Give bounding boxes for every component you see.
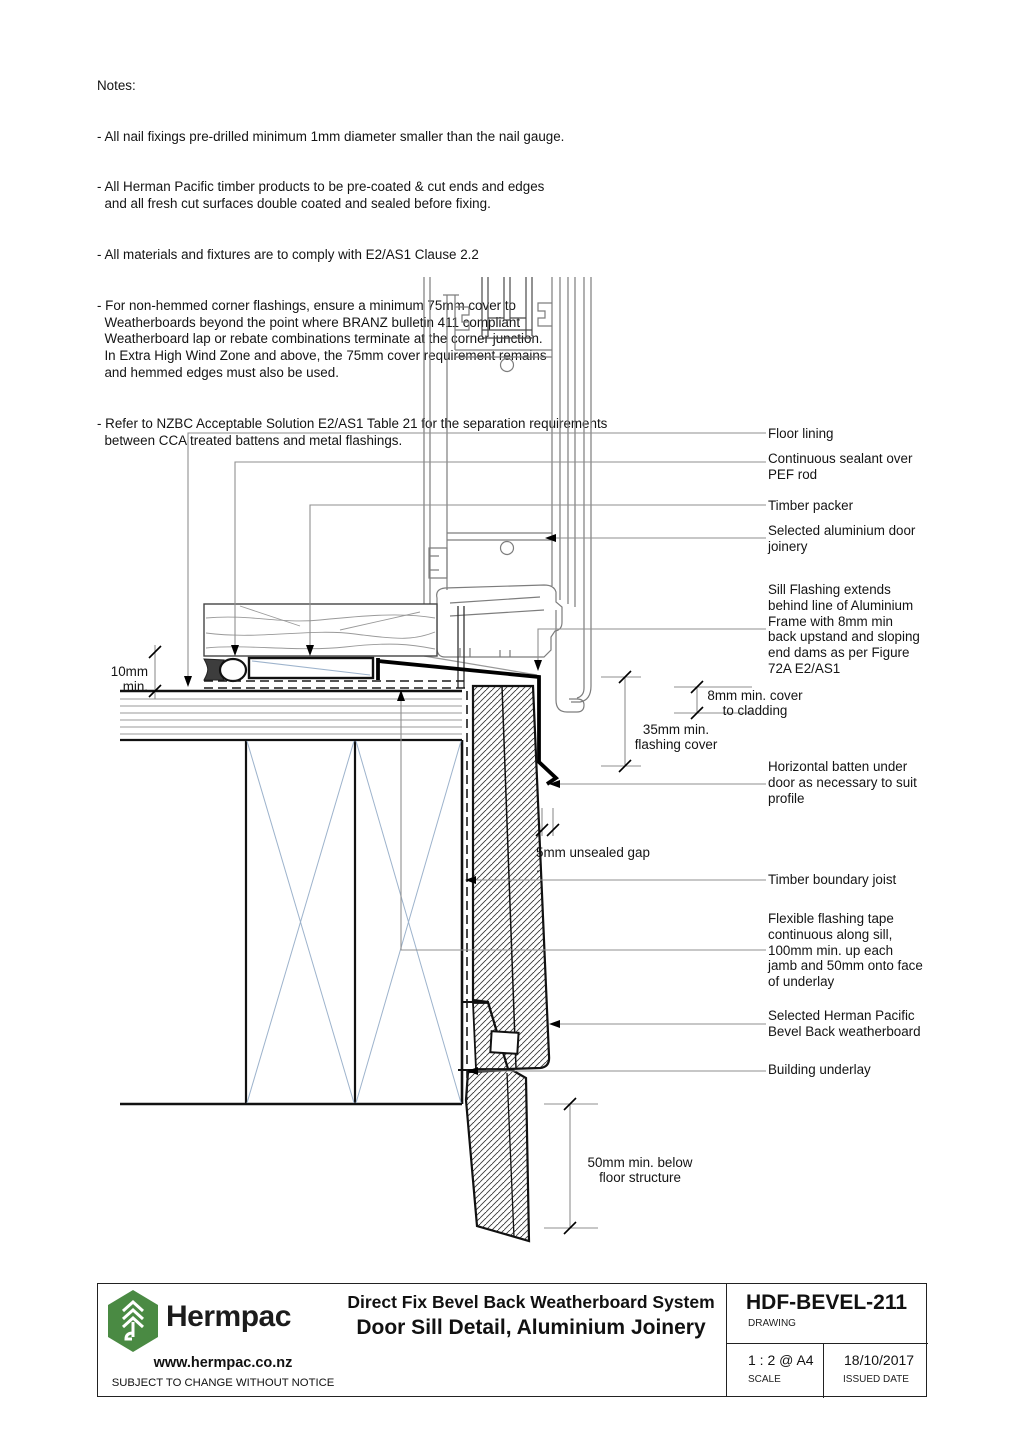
callout-sealant-pef-rod: Continuous sealant over PEF rod — [768, 451, 913, 482]
callout-timber-packer: Timber packer — [768, 498, 854, 513]
timber-floor-packer-board — [203, 603, 438, 657]
rim-joist-face-lines — [457, 606, 465, 688]
tree-icon — [121, 1299, 145, 1341]
brand-name: Hermpac — [166, 1300, 291, 1333]
scale-value: 1 : 2 @ A4 — [748, 1352, 814, 1368]
note-item: - All materials and fixtures are to comp… — [97, 246, 479, 262]
note-item: - All nail fixings pre-drilled minimum 1… — [97, 128, 565, 144]
leader-lines — [187, 432, 766, 1072]
logo-hexagon — [108, 1290, 158, 1352]
drawing-code: HDF-BEVEL-211 — [746, 1291, 908, 1314]
sealant-and-pef-rod — [203, 657, 248, 683]
notes-block: Notes: - All nail fixings pre-drilled mi… — [97, 44, 607, 484]
floor-lining-section — [120, 689, 462, 742]
disclaimer-text: SUBJECT TO CHANGE WITHOUT NOTICE — [111, 1377, 335, 1389]
dim-8mm-cover: 8mm min. cover to cladding — [707, 688, 803, 719]
notes-heading: Notes: — [97, 77, 136, 93]
dim-5mm-unsealed-gap: 5mm unsealed gap . — [536, 845, 650, 876]
title-block: Hermpac www.hermpac.co.nz SUBJECT TO CHA… — [97, 1283, 928, 1398]
packer-block — [247, 656, 375, 680]
detail-drawing — [120, 277, 766, 1243]
callout-horizontal-batten: Horizontal batten under door as necessar… — [768, 759, 917, 806]
nail-fixing — [489, 1030, 520, 1055]
title-block-divider — [823, 1343, 825, 1398]
sill-flashing-line — [376, 658, 560, 786]
dim-35mm-flashing-cover: 35mm min. flashing cover — [634, 722, 718, 753]
dim-50mm-below-floor: 50mm min. below floor structure — [587, 1155, 693, 1186]
issued-date-value: 18/10/2017 — [844, 1352, 915, 1368]
callout-underlay: Building underlay — [768, 1062, 871, 1077]
note-item: - All Herman Pacific timber products to … — [97, 179, 545, 212]
bevel-back-weatherboard-section — [458, 684, 551, 1243]
system-title: Direct Fix Bevel Back Weatherboard Syste… — [347, 1292, 715, 1312]
dimension-ticks — [148, 645, 704, 1235]
aluminium-joinery-profile — [423, 277, 592, 713]
joist-cross-bracing — [246, 740, 462, 1104]
timber-boundary-joist-section — [120, 740, 464, 1106]
callout-boundary-joist: Timber boundary joist — [768, 872, 897, 887]
leader-arrowheads — [184, 534, 560, 1075]
issued-date-label: ISSUED DATE — [843, 1374, 909, 1385]
callout-weatherboard: Selected Herman Pacific Bevel Back weath… — [768, 1008, 921, 1039]
building-underlay-dashed — [204, 680, 474, 1100]
callout-door-joinery: Selected aluminium door joinery — [768, 523, 916, 554]
scale-label: SCALE — [748, 1374, 781, 1385]
title-block-divider — [726, 1343, 928, 1345]
title-block-divider — [726, 1284, 728, 1396]
dim-10mm-min: 10mm min. — [110, 664, 152, 695]
website-url: www.hermpac.co.nz — [153, 1355, 293, 1371]
note-item: - For non-hemmed corner flashings, ensur… — [97, 297, 547, 381]
callout-floor-lining: Floor lining — [768, 426, 834, 441]
callout-flashing-tape: Flexible flashing tape continuous along … — [768, 911, 923, 990]
drawing-code-label: DRAWING — [748, 1318, 796, 1329]
drawing-title: Door Sill Detail, Aluminium Joinery — [356, 1316, 706, 1339]
hermpac-logo — [108, 1290, 158, 1352]
callout-sill-flashing: Sill Flashing extends behind line of Alu… — [768, 582, 920, 676]
door-leaf-profile — [481, 277, 533, 339]
